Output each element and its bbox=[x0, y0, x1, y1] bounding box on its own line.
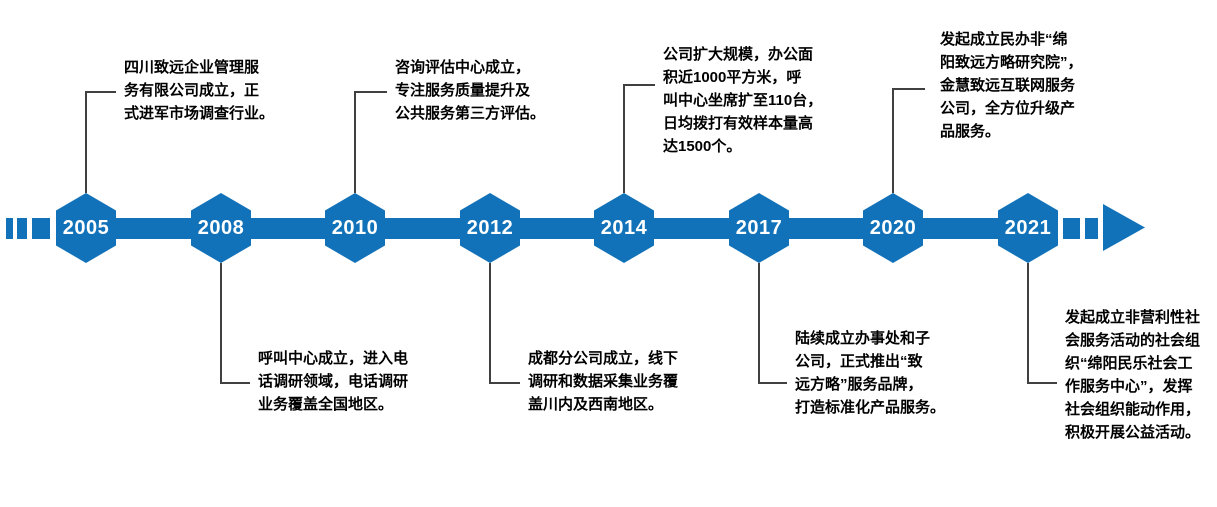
connector-2021-vertical bbox=[1027, 263, 1029, 384]
year-hexagon-2008: 2008 bbox=[191, 193, 251, 263]
year-label: 2005 bbox=[62, 216, 110, 239]
event-text-2012: 成都分公司成立，线下 调研和数据采集业务覆 盖川内及西南地区。 bbox=[528, 350, 679, 413]
connector-2008-vertical bbox=[220, 263, 222, 384]
year-hexagon-2021: 2021 bbox=[998, 193, 1058, 263]
year-label: 2014 bbox=[600, 216, 648, 239]
year-label: 2010 bbox=[331, 216, 379, 239]
connector-2020-horizontal bbox=[893, 88, 925, 90]
timeline-bar bbox=[56, 218, 1058, 239]
connector-2014-vertical bbox=[623, 84, 625, 193]
timeline-end-dash-1 bbox=[1063, 218, 1080, 239]
year-hexagon-2020: 2020 bbox=[863, 193, 923, 263]
year-hexagon-2010: 2010 bbox=[325, 193, 385, 263]
connector-2010-horizontal bbox=[355, 91, 387, 93]
event-text-2005: 四川致远企业管理服 务有限公司成立，正 式进军市场调查行业。 bbox=[124, 59, 275, 122]
connector-2005-horizontal bbox=[86, 91, 116, 93]
year-label: 2012 bbox=[466, 216, 514, 239]
connector-2021-horizontal bbox=[1028, 382, 1057, 384]
right-arrow-icon bbox=[1103, 204, 1145, 251]
timeline-start-dash-1 bbox=[6, 218, 13, 239]
connector-2008-horizontal bbox=[221, 382, 250, 384]
timeline-start-dash-3 bbox=[32, 218, 50, 239]
timeline-start-dash-2 bbox=[17, 218, 27, 239]
connector-2017-horizontal bbox=[759, 382, 787, 384]
event-text-2010: 咨询评估中心成立， 专注服务质量提升及 公共服务第三方评估。 bbox=[395, 59, 546, 122]
year-label: 2020 bbox=[869, 216, 917, 239]
year-hexagon-2014: 2014 bbox=[594, 193, 654, 263]
year-label: 2017 bbox=[735, 216, 783, 239]
connector-2014-horizontal bbox=[624, 84, 655, 86]
connector-2005-vertical bbox=[85, 91, 87, 193]
year-hexagon-2012: 2012 bbox=[460, 193, 520, 263]
event-text-2017: 陆续成立办事处和子 公司，正式推出“致 远方略”服务品牌， 打造标准化产品服务。 bbox=[795, 330, 946, 416]
year-label: 2021 bbox=[1004, 216, 1052, 239]
year-hexagon-2005: 2005 bbox=[56, 193, 116, 263]
connector-2010-vertical bbox=[354, 91, 356, 193]
event-text-2021: 发起成立非营利性社 会服务活动的社会组 织“绵阳民乐社会工 作服务中心”，发挥 … bbox=[1065, 309, 1201, 441]
year-hexagon-2017: 2017 bbox=[729, 193, 789, 263]
event-text-2020: 发起成立民办非“绵 阳致远方略研究院”， 金慧致远互联网服务 公司，全方位升级产… bbox=[940, 31, 1083, 140]
event-text-2008: 呼叫中心成立，进入电 话调研领域，电话调研 业务覆盖全国地区。 bbox=[258, 350, 409, 413]
timeline-end-dash-2 bbox=[1085, 218, 1098, 239]
connector-2017-vertical bbox=[758, 263, 760, 384]
connector-2012-vertical bbox=[489, 263, 491, 384]
event-text-2014: 公司扩大规模，办公面 积近1000平方米，呼 叫中心坐席扩至110台， 日均拨打… bbox=[663, 46, 823, 155]
connector-2020-vertical bbox=[892, 88, 894, 193]
connector-2012-horizontal bbox=[490, 382, 520, 384]
year-label: 2008 bbox=[197, 216, 245, 239]
